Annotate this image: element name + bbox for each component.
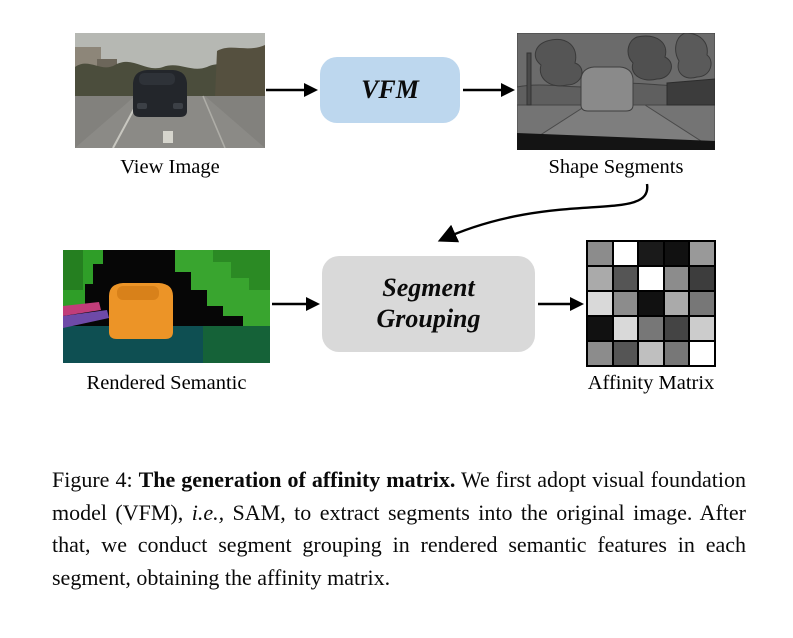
affinity-matrix-cell <box>690 342 714 365</box>
affinity-matrix-cell <box>690 292 714 315</box>
affinity-matrix-cell <box>613 242 638 265</box>
caption-prefix: Figure 4: <box>52 467 139 492</box>
affinity-matrix-cell <box>588 292 612 315</box>
view-image-illustration <box>75 33 265 148</box>
vfm-box: VFM <box>320 57 460 123</box>
segment-grouping-box: Segment Grouping <box>322 256 535 352</box>
affinity-matrix-cell <box>639 317 663 340</box>
affinity-matrix-cell <box>588 267 612 290</box>
affinity-matrix-cell <box>664 267 689 290</box>
rendered-semantic-illustration <box>63 250 270 363</box>
affinity-matrix-label: Affinity Matrix <box>587 372 715 394</box>
curved-arrow-icon <box>437 183 649 243</box>
shape-segments-label: Shape Segments <box>548 156 684 178</box>
affinity-matrix-grid <box>586 240 716 367</box>
caption-ie: i.e., <box>191 499 225 525</box>
affinity-matrix-cell <box>639 267 663 290</box>
affinity-matrix-cell <box>664 342 689 365</box>
figure-caption: Figure 4: The generation of affinity mat… <box>52 464 746 594</box>
view-image-label: View Image <box>120 156 220 178</box>
caption-body-2: SAM, to extract segments into the origin… <box>52 499 746 590</box>
arrow-right-icon <box>266 83 318 97</box>
affinity-matrix-cell <box>639 292 663 315</box>
affinity-matrix-cell <box>613 342 638 365</box>
affinity-matrix-cell <box>613 267 638 290</box>
affinity-matrix-cell <box>588 242 612 265</box>
vfm-box-label: VFM <box>361 74 419 104</box>
shape-segments-illustration <box>517 33 715 150</box>
affinity-matrix-cell <box>639 242 663 265</box>
affinity-matrix-cell <box>664 292 689 315</box>
segment-grouping-box-label: Segment Grouping <box>376 273 481 333</box>
affinity-matrix-cell <box>664 317 689 340</box>
affinity-matrix-cell <box>690 242 714 265</box>
affinity-matrix-cell <box>613 317 638 340</box>
arrow-right-icon <box>272 297 320 311</box>
arrow-right-icon <box>538 297 584 311</box>
affinity-matrix-cell <box>588 342 612 365</box>
affinity-matrix-cell <box>664 242 689 265</box>
shape-segments-image <box>517 33 715 150</box>
view-image-photo <box>75 33 265 148</box>
rendered-semantic-label: Rendered Semantic <box>86 372 247 394</box>
rendered-semantic-image <box>63 250 270 363</box>
affinity-matrix-cell <box>690 267 714 290</box>
affinity-matrix-cell <box>613 292 638 315</box>
affinity-matrix-cell <box>639 342 663 365</box>
affinity-matrix-cell <box>588 317 612 340</box>
arrow-right-icon <box>463 83 515 97</box>
caption-body-1: We first adopt visual foundation model (… <box>52 467 746 525</box>
affinity-matrix-cell <box>690 317 714 340</box>
caption-bold-title: The generation of affinity matrix. <box>138 467 456 492</box>
